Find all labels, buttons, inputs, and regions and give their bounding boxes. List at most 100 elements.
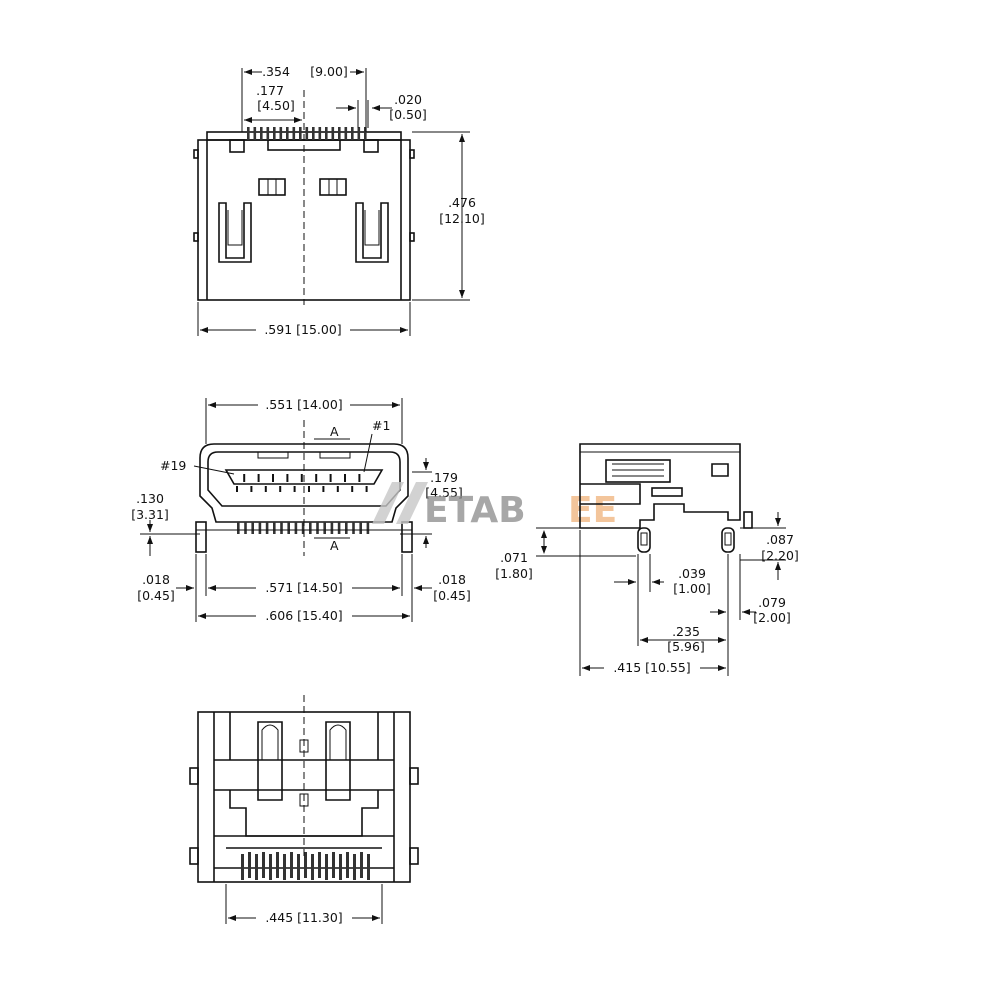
top-pin — [338, 127, 341, 140]
dim-side-c-mm: [1.00] — [673, 581, 711, 596]
front-pin — [258, 522, 262, 534]
top-pin — [299, 127, 302, 140]
front-pin — [251, 522, 254, 534]
top-pin — [325, 127, 328, 140]
bottom-pad — [269, 854, 272, 880]
dim-front-right-mm: [0.45] — [433, 588, 471, 603]
front-pin — [352, 522, 355, 534]
dim-front-pin-height-mm: [4.55] — [425, 485, 463, 500]
dim-top-height-mm: [12.10] — [439, 211, 485, 226]
dim-front-pin-height-in: .179 — [430, 470, 458, 485]
dim-front-left-in: .018 — [142, 572, 170, 587]
front-pin — [280, 522, 283, 534]
front-pin — [359, 522, 362, 534]
dim-side-d-in: .079 — [758, 595, 786, 610]
top-pin — [364, 127, 367, 140]
section-mark-bottom: A — [330, 538, 339, 553]
top-pin — [292, 127, 296, 140]
watermark-grey: ETAB — [424, 490, 526, 531]
watermark: ETAB EE — [372, 482, 617, 531]
dim-front-board-mm: [3.31] — [131, 507, 169, 522]
front-pin — [345, 522, 348, 534]
top-pin — [305, 127, 309, 140]
bottom-pad — [283, 854, 286, 880]
top-view-body — [197, 139, 411, 301]
dim-side-depth: .415 [10.55] — [613, 660, 690, 675]
top-pin — [279, 127, 283, 140]
dim-front-left-mm: [0.45] — [137, 588, 175, 603]
front-bottom-pins — [237, 522, 370, 534]
top-pin — [260, 127, 263, 140]
watermark-orange: EE — [568, 490, 617, 531]
pin-label-last: #19 — [160, 458, 186, 473]
bottom-pad — [367, 854, 370, 880]
front-view: A A #1 #19 .551 [14.00] .179 [4.55] .130… — [131, 397, 471, 623]
side-view-body — [579, 443, 741, 529]
bottom-pad — [325, 854, 328, 880]
top-pin — [273, 127, 276, 140]
front-view-shell — [199, 443, 409, 523]
dim-side-e-in: .235 — [672, 624, 700, 639]
bottom-pad — [297, 854, 300, 880]
front-pin — [316, 522, 319, 534]
dim-side-b-in: .071 — [500, 550, 528, 565]
front-pin — [323, 522, 326, 534]
bottom-pad — [332, 852, 335, 878]
front-pin — [287, 522, 290, 534]
dim-top-pin-span-mm: [9.00] — [310, 64, 348, 79]
bottom-pad — [290, 852, 293, 878]
dim-top-pin-span-in: .354 — [262, 64, 290, 79]
top-pin — [331, 127, 335, 140]
dim-side-a-in: .087 — [766, 532, 794, 547]
front-pin — [273, 522, 276, 534]
top-pin — [247, 127, 250, 140]
top-pin — [286, 127, 289, 140]
dim-bottom-pad-span: .445 [11.30] — [265, 910, 342, 925]
bottom-pad — [255, 854, 258, 880]
top-pin — [344, 127, 348, 140]
dim-front-right-in: .018 — [438, 572, 466, 587]
bottom-pad — [318, 852, 321, 878]
bottom-pad — [353, 854, 356, 880]
front-pin — [265, 522, 269, 534]
pin-label-first: #1 — [372, 418, 390, 433]
dim-side-e-mm: [5.96] — [667, 639, 705, 654]
front-pin — [366, 522, 370, 534]
top-pin — [357, 127, 361, 140]
bottom-view: .445 [11.30] — [189, 695, 419, 925]
front-pin — [244, 522, 247, 534]
front-pin — [309, 522, 312, 534]
front-pin — [330, 522, 334, 534]
bottom-pad-row — [241, 852, 370, 880]
bottom-pad — [262, 852, 265, 878]
top-pin — [266, 127, 270, 140]
top-pin — [351, 127, 354, 140]
front-pin — [237, 522, 240, 534]
section-mark-top: A — [330, 424, 339, 439]
dim-top-pitch-mm: [0.50] — [389, 107, 427, 122]
dim-front-total-width: .606 [15.40] — [265, 608, 342, 623]
bottom-pad — [304, 852, 307, 878]
bottom-pad — [248, 852, 251, 878]
top-pin — [312, 127, 315, 140]
top-pin — [318, 127, 322, 140]
bottom-pad — [346, 852, 349, 878]
dim-top-height-in: .476 — [448, 195, 476, 210]
front-pin — [337, 522, 341, 534]
bottom-pad — [339, 854, 342, 880]
dim-top-half-span-mm: [4.50] — [257, 98, 295, 113]
dim-side-d-mm: [2.00] — [753, 610, 791, 625]
dim-side-a-mm: [2.20] — [761, 548, 799, 563]
bottom-pad — [241, 854, 244, 880]
dim-top-overall-width: .591 [15.00] — [264, 322, 341, 337]
bottom-pad — [360, 852, 363, 878]
dim-side-c-in: .039 — [678, 566, 706, 581]
front-pin — [301, 522, 305, 534]
top-pin-row — [247, 127, 367, 140]
top-pin — [253, 127, 257, 140]
top-view: .591 [15.00] .354 [9.00] .177 [4.50] .02… — [193, 64, 485, 337]
dim-front-opening-width: .551 [14.00] — [265, 397, 342, 412]
dim-top-half-span-in: .177 — [256, 83, 284, 98]
dim-front-board-in: .130 — [136, 491, 164, 506]
